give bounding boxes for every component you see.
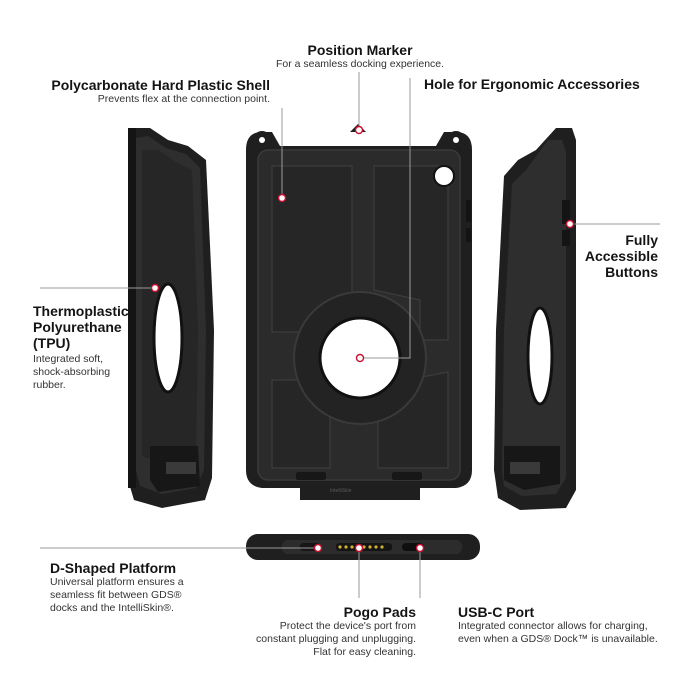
callout-desc-line: even when a GDS® Dock™ is unavailable. bbox=[458, 633, 658, 645]
brand-mark: IntelliSkin bbox=[330, 488, 352, 494]
callout-desc-line: docks and the IntelliSkin®. bbox=[50, 602, 174, 614]
callout-desc-line: Protect the device's port from bbox=[279, 620, 416, 632]
callout-title-line: Accessible bbox=[584, 248, 658, 264]
callout-tpu: Thermoplastic Polyurethane (TPU) Integra… bbox=[33, 303, 143, 392]
callout-title: Hole for Ergonomic Accessories bbox=[424, 76, 640, 92]
callout-desc-line: seamless fit between GDS® bbox=[50, 589, 182, 601]
callout-desc-line: Integrated soft, bbox=[33, 353, 104, 365]
right-side-case-view bbox=[494, 128, 576, 510]
left-side-case-view bbox=[128, 128, 214, 508]
callout-markers bbox=[150, 125, 575, 553]
center-front-case-view: IntelliSkin bbox=[246, 124, 472, 500]
callout-d-platform: D-Shaped Platform Universal platform ens… bbox=[50, 560, 250, 615]
callout-desc: Prevents flex at the connection point. bbox=[97, 93, 270, 105]
callout-title: Pogo Pads bbox=[343, 604, 416, 620]
callout-desc-line: shock-absorbing bbox=[33, 366, 111, 378]
callout-title: USB-C Port bbox=[458, 604, 535, 620]
callout-desc-line: rubber. bbox=[33, 379, 66, 391]
callout-pogo-pads: Pogo Pads Protect the device's port from… bbox=[250, 604, 416, 659]
callout-title-line: Polyurethane bbox=[33, 319, 122, 335]
callout-title-line: Fully bbox=[625, 232, 658, 248]
callout-desc-line: constant plugging and unplugging. bbox=[256, 633, 416, 645]
callout-title: Polycarbonate Hard Plastic Shell bbox=[51, 77, 270, 93]
callout-usbc-port: USB-C Port Integrated connector allows f… bbox=[458, 604, 688, 646]
leader-lines bbox=[40, 72, 660, 598]
callout-title: Position Marker bbox=[307, 42, 413, 58]
callout-title-line: (TPU) bbox=[33, 335, 71, 351]
callout-ergonomic-hole: Hole for Ergonomic Accessories bbox=[424, 76, 684, 92]
callout-desc: For a seamless docking experience. bbox=[275, 58, 445, 70]
callout-position-marker: Position Marker For a seamless docking e… bbox=[220, 42, 500, 71]
callout-desc-line: Integrated connector allows for charging… bbox=[458, 620, 648, 632]
callout-title-line: Thermoplastic bbox=[33, 303, 129, 319]
callout-title-line: Buttons bbox=[605, 264, 658, 280]
callout-desc-line: Flat for easy cleaning. bbox=[313, 646, 416, 658]
callout-title: D-Shaped Platform bbox=[50, 560, 177, 576]
callout-polycarbonate-shell: Polycarbonate Hard Plastic Shell Prevent… bbox=[30, 77, 270, 106]
callout-accessible-buttons: Fully Accessible Buttons bbox=[578, 232, 658, 280]
callout-desc-line: Universal platform ensures a bbox=[50, 576, 184, 588]
